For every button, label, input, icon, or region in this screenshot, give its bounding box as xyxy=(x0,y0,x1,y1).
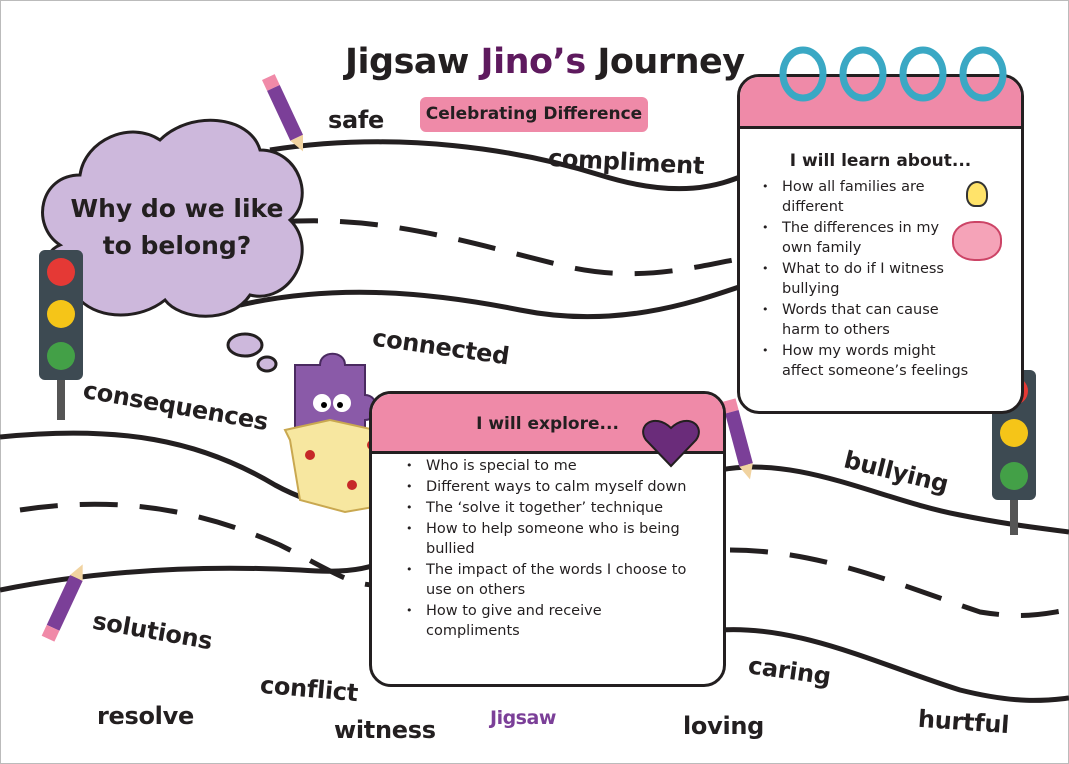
word-resolve: resolve xyxy=(97,702,194,730)
learn-heading: I will learn about... xyxy=(789,151,972,171)
road-edge xyxy=(239,282,746,320)
road-centre-dash xyxy=(279,218,746,277)
explore-heading: I will explore... xyxy=(476,414,619,434)
road-centre-dash xyxy=(19,501,376,588)
thought-cloud xyxy=(41,118,304,373)
traffic-light-left xyxy=(39,250,83,420)
list-item: How to give and receive compliments xyxy=(402,601,652,641)
list-item: Who is special to me xyxy=(402,456,723,476)
thought-question: Why do we like to belong? xyxy=(70,194,284,260)
word-witness: witness xyxy=(334,716,436,744)
jigsaw-logo: Jigsaw xyxy=(490,707,556,729)
explore-panel: I will explore... Who is special to me D… xyxy=(369,391,726,687)
brain-icon xyxy=(952,221,1002,261)
list-item: Different ways to calm myself down xyxy=(402,477,723,497)
puzzle-heart-icon xyxy=(642,420,700,468)
pencil-icon xyxy=(722,398,753,480)
learn-about-panel: I will learn about... How all families a… xyxy=(737,74,1024,414)
road-edge xyxy=(719,627,1069,703)
explore-list: Who is special to me Different ways to c… xyxy=(402,456,723,641)
lightbulb-icon xyxy=(966,181,988,207)
jino-character-icon xyxy=(283,352,397,514)
unit-badge: Celebrating Difference xyxy=(420,97,648,132)
list-item: Words that can cause harm to others xyxy=(758,300,973,340)
list-item: How to help someone who is being bullied xyxy=(402,519,692,559)
pencil-icon xyxy=(41,564,83,642)
learn-list: How all families are different The diffe… xyxy=(758,177,973,381)
list-item: How all families are different xyxy=(758,177,973,217)
list-item: The differences in my own family xyxy=(758,218,973,258)
road-edge xyxy=(719,464,1069,535)
word-loving: loving xyxy=(683,712,765,740)
list-item: The impact of the words I choose to use … xyxy=(402,560,702,600)
road-centre-dash xyxy=(729,547,1069,618)
word-safe: safe xyxy=(328,106,384,134)
pencil-icon xyxy=(262,74,304,152)
road-edge xyxy=(0,562,376,593)
page-title: Jigsaw Jino’s Journey xyxy=(345,42,745,82)
calendar-rings-icon xyxy=(779,46,1007,102)
list-item: How my words might affect someone’s feel… xyxy=(758,341,973,381)
road-edge xyxy=(269,139,746,192)
list-item: What to do if I witness bullying xyxy=(758,259,973,299)
list-item: The ‘solve it together’ technique xyxy=(402,498,723,518)
